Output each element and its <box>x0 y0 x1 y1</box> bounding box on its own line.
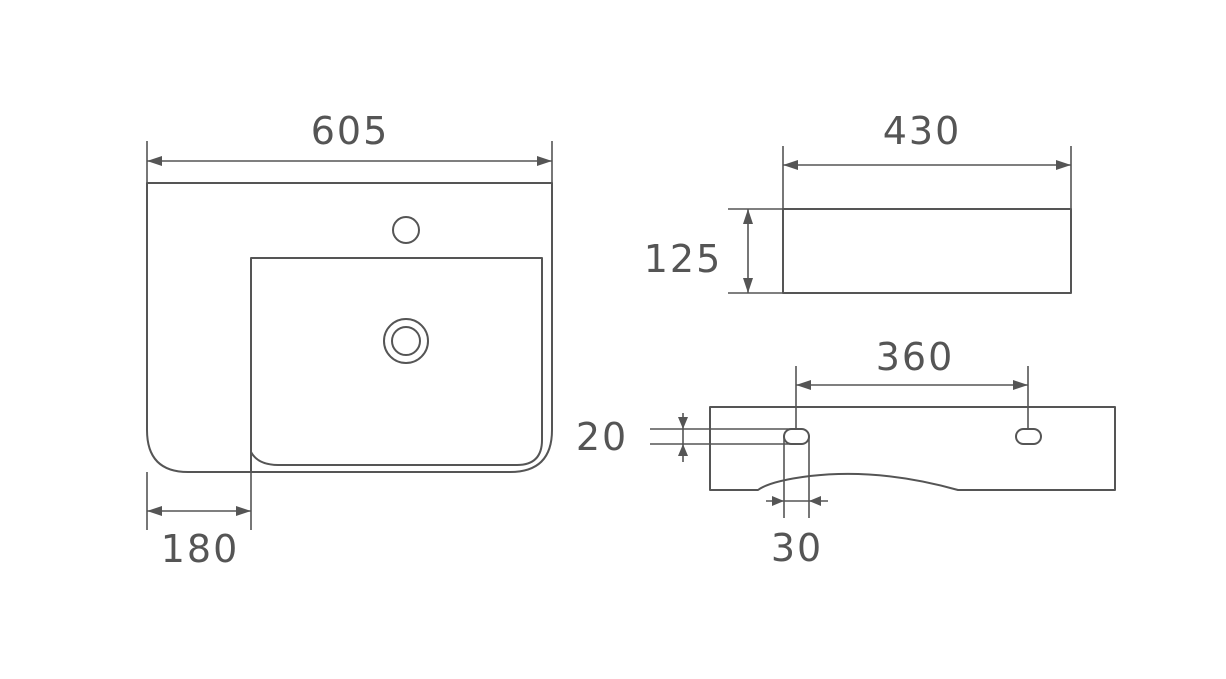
side-view-outline <box>782 208 1072 294</box>
dimension-180: 180 <box>146 472 252 571</box>
dimension-label-360: 360 <box>876 335 955 379</box>
dimension-125: 125 <box>644 208 783 294</box>
faucet-hole <box>392 216 420 244</box>
mounting-hole-right <box>1015 428 1042 445</box>
dimension-label-180: 180 <box>161 527 240 571</box>
dimension-360: 360 <box>795 335 1029 429</box>
back-view: 360 20 30 <box>576 335 1116 570</box>
dimension-605: 605 <box>146 109 553 183</box>
back-view-outline <box>709 406 1116 491</box>
dimension-label-20: 20 <box>576 415 628 459</box>
dimension-label-605: 605 <box>311 109 390 153</box>
drain-outer <box>383 318 429 364</box>
dimension-label-30: 30 <box>771 526 823 570</box>
top-view-outline <box>146 182 553 473</box>
dimension-430: 430 <box>782 109 1072 209</box>
basin-bowl <box>250 257 543 473</box>
drain-inner <box>391 326 421 356</box>
dimension-20: 20 <box>576 413 796 462</box>
mounting-hole-left <box>783 428 810 445</box>
top-view: 605 180 <box>146 109 553 571</box>
dimension-30: 30 <box>766 436 828 570</box>
dimension-label-430: 430 <box>883 109 962 153</box>
dimension-label-125: 125 <box>644 237 723 281</box>
side-view: 430 125 <box>644 109 1072 294</box>
